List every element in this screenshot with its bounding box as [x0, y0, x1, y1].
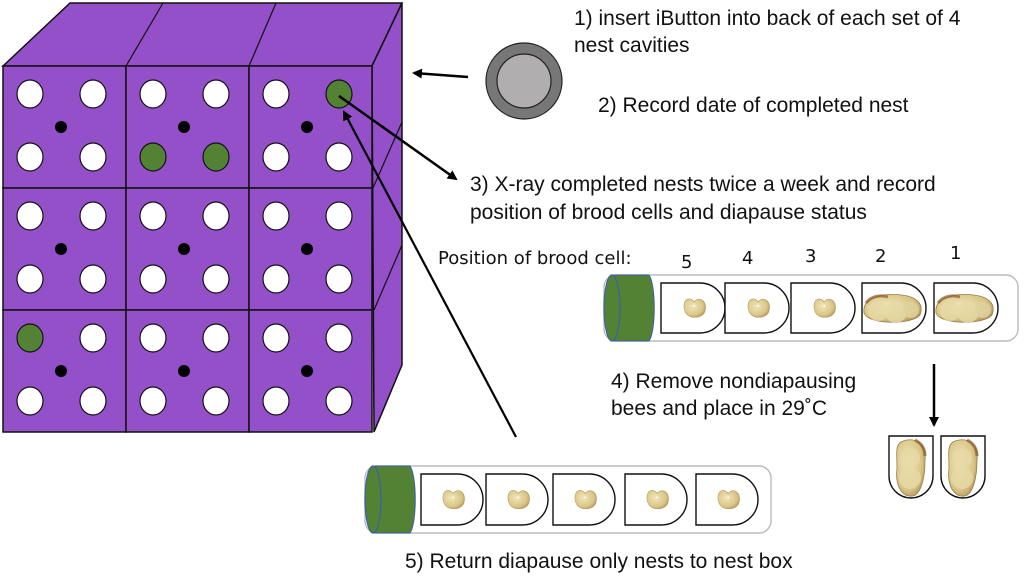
brood-position-label: Position of brood cell: — [438, 248, 632, 269]
prepupa-larva — [747, 298, 770, 318]
nest-plug — [364, 465, 416, 534]
nest-cavity-empty — [262, 264, 290, 294]
nest-cavity-empty — [79, 386, 107, 416]
prepupa-larva — [442, 490, 465, 510]
pupa — [935, 294, 994, 323]
nest-box-front-face — [2, 65, 373, 433]
brood-position-4: 4 — [742, 248, 754, 269]
step3-label-line1: 3) X-ray completed nests twice a week an… — [470, 173, 936, 196]
nest-cavity-set — [248, 65, 373, 189]
nest-cavity-set — [125, 65, 250, 189]
nest-cavity-empty — [79, 79, 107, 109]
nest-cavity-empty — [325, 142, 353, 172]
brood-position-1: 1 — [950, 243, 962, 264]
step4-label-line2: bees and place in 29˚C — [611, 397, 827, 420]
pupa — [896, 438, 927, 497]
nest-cavity-completed — [16, 323, 44, 353]
nest-cavity-empty — [79, 142, 107, 172]
nest-cavity-empty — [16, 264, 44, 294]
nest-cavity-empty — [16, 386, 44, 416]
nest-cavity-empty — [139, 79, 167, 109]
nest-cavity-empty — [325, 386, 353, 416]
nest-cavity-completed — [202, 142, 230, 172]
ibutton-slot-dot — [178, 243, 190, 255]
nest-cavity-set — [2, 187, 127, 311]
nest-plug — [603, 274, 655, 342]
ibutton-icon — [485, 42, 563, 120]
nest-cavity-empty — [79, 264, 107, 294]
nest-cavity-empty — [79, 323, 107, 353]
nest-cavity-empty — [325, 264, 353, 294]
nest-cavity-set — [125, 187, 250, 311]
nest-cavity-empty — [139, 201, 167, 231]
returned-nest-tube — [364, 465, 772, 534]
nest-cavity-set — [125, 309, 250, 433]
ibutton-slot-dot — [178, 121, 190, 133]
prepupa-larva — [574, 490, 597, 510]
nest-cavity-set — [2, 65, 127, 189]
step3-label-line2: position of brood cells and diapause sta… — [470, 201, 867, 224]
ibutton-slot-dot — [55, 243, 67, 255]
nest-cavity-completed — [139, 142, 167, 172]
xray-nest-tube — [603, 274, 1019, 342]
step4-label-line1: 4) Remove nondiapausing — [611, 370, 857, 393]
brood-position-5: 5 — [681, 252, 693, 273]
nest-cavity-empty — [79, 201, 107, 231]
nest-cavity-empty — [262, 201, 290, 231]
ibutton-slot-dot — [178, 365, 190, 377]
ibutton-slot-dot — [301, 365, 313, 377]
prepupa-larva — [683, 298, 706, 318]
removed-nondiapause-cells — [888, 435, 986, 499]
arrow-return-to-cavity — [343, 110, 517, 438]
brood-position-2: 2 — [875, 246, 887, 267]
nest-cavity-empty — [325, 201, 353, 231]
nest-cavity-set — [2, 309, 127, 433]
nest-cavity-empty — [16, 201, 44, 231]
step2-label: 2) Record date of completed nest — [598, 94, 909, 117]
nest-cavity-empty — [325, 323, 353, 353]
nest-cavity-empty — [139, 323, 167, 353]
nest-box-side-face — [371, 2, 403, 433]
pupa — [948, 438, 979, 497]
nest-cavity-set — [248, 309, 373, 433]
nest-cavity-empty — [16, 142, 44, 172]
step1-label-line2: nest cavities — [574, 34, 690, 57]
ibutton-slot-dot — [301, 121, 313, 133]
nest-cavity-empty — [262, 323, 290, 353]
nest-cavity-empty — [139, 386, 167, 416]
ibutton-slot-dot — [301, 243, 313, 255]
brood-position-3: 3 — [805, 246, 817, 267]
nest-cavity-empty — [202, 264, 230, 294]
nest-cavity-empty — [202, 386, 230, 416]
nest-cavity-empty — [202, 201, 230, 231]
ibutton-slot-dot — [55, 121, 67, 133]
step1-label-line1: 1) insert iButton into back of each set … — [574, 7, 961, 30]
prepupa-larva — [646, 490, 669, 510]
nest-cavity-empty — [262, 142, 290, 172]
nest-box-top-face — [1, 2, 404, 67]
nest-cavity-empty — [202, 323, 230, 353]
nest-cavity-empty — [16, 79, 44, 109]
prepupa-larva — [507, 490, 530, 510]
prepupa-larva — [813, 298, 836, 318]
pupa — [863, 294, 922, 323]
nest-cavity-empty — [262, 79, 290, 109]
step5-label: 5) Return diapause only nests to nest bo… — [405, 550, 793, 573]
arrow-ibutton-to-box — [412, 68, 469, 79]
nest-cavity-empty — [262, 386, 290, 416]
nest-cavity-empty — [202, 79, 230, 109]
nest-cavity-set — [248, 187, 373, 311]
nest-cavity-empty — [139, 264, 167, 294]
arrow-cavity-to-xray — [338, 94, 458, 181]
ibutton-slot-dot — [55, 365, 67, 377]
prepupa-larva — [717, 490, 740, 510]
